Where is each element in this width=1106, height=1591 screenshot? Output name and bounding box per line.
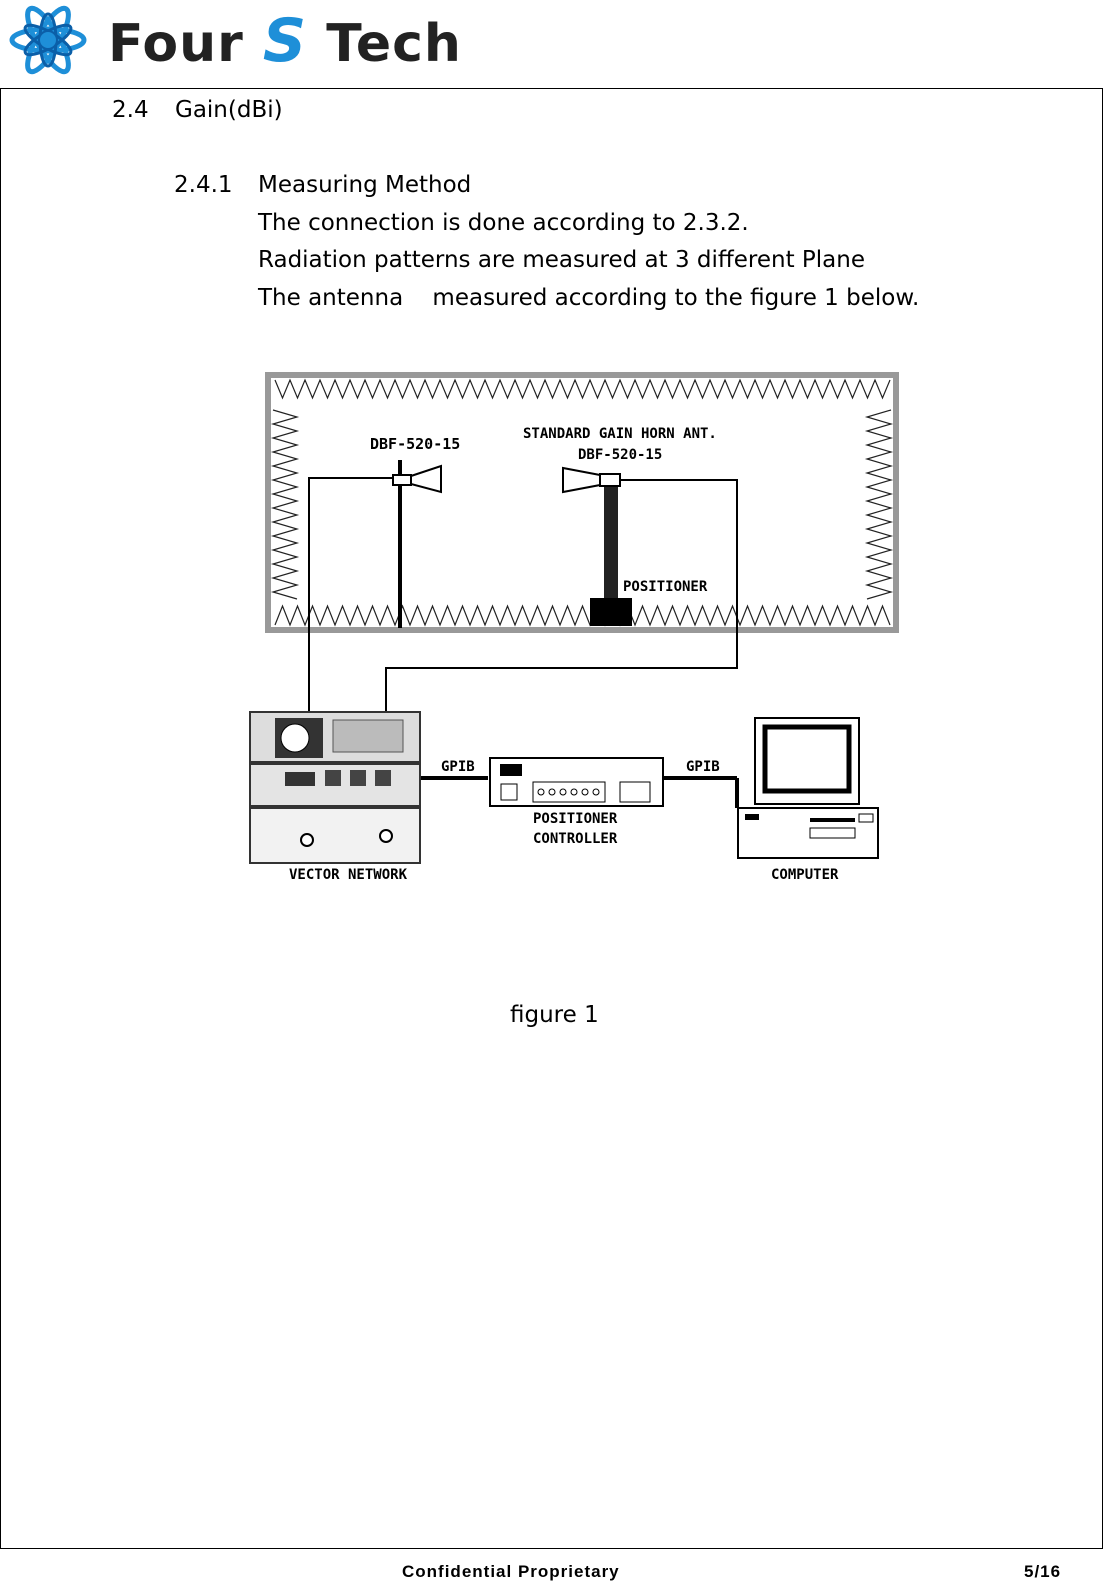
section-title: Gain(dBi) [175,97,283,123]
measurement-setup-diagram: DBF-520-15 STANDARD GAIN HORN ANT. DBF-5… [249,372,899,883]
company-logo: Four S Tech [8,0,548,82]
logo-mark-icon [9,5,87,75]
label-positioner: POSITIONER [623,579,708,595]
anechoic-chamber [265,372,899,633]
logo-word-s: S [262,6,308,76]
label-antenna-left: DBF-520-15 [370,435,460,453]
label-controller-line1: POSITIONER [533,811,618,827]
label-gpib-right: GPIB [686,759,720,775]
positioner-mast [604,480,618,600]
footer-page-number: 5/16 [1024,1562,1062,1581]
logo-word-tech: Tech [326,14,462,74]
logo-word-four: Four [108,14,244,74]
subsection-number: 2.4.1 [174,172,233,198]
logo-wordmark: Four S Tech [108,6,462,76]
label-gpib-left: GPIB [441,759,475,775]
page-frame [0,88,1103,1549]
label-computer: COMPUTER [771,867,839,883]
subsection-title: Measuring Method [258,172,472,198]
label-antenna-right: DBF-520-15 [578,447,662,463]
positioner-base [590,598,632,626]
horn-antenna-right-icon [562,466,621,494]
label-vector-network: VECTOR NETWORK [289,867,408,883]
horn-antenna-left-icon [392,464,442,494]
label-controller-line2: CONTROLLER [533,831,618,847]
body-line-2: Radiation patterns are measured at 3 dif… [258,247,865,273]
computer-icon [737,717,879,859]
absorber-cones [270,378,894,627]
body-line-3: The antenna measured according to the fi… [258,285,920,311]
label-standard-horn: STANDARD GAIN HORN ANT. [523,426,717,442]
figure-caption: figure 1 [510,1002,599,1028]
body-line-1: The connection is done according to 2.3.… [258,210,749,236]
section-number: 2.4 [112,97,149,123]
positioner-controller-icon [489,757,664,807]
vector-network-analyzer-icon [249,711,421,864]
footer-confidential: Confidential Proprietary [402,1562,620,1581]
